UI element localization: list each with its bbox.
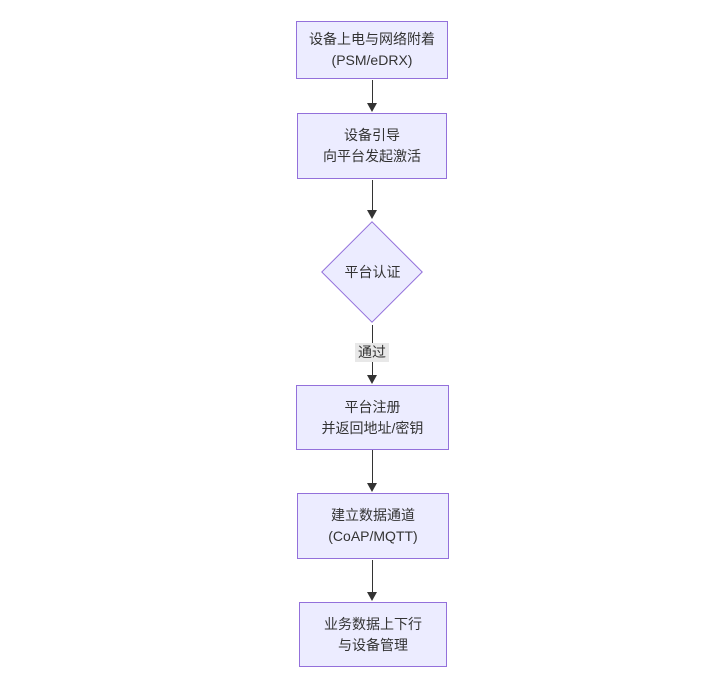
- node-power-attach: 设备上电与网络附着 (PSM/eDRX): [296, 21, 448, 79]
- arrow-shaft: [371, 450, 373, 484]
- arrowhead-icon: [367, 210, 377, 219]
- node-business-data-line1: 业务数据上下行: [324, 615, 422, 632]
- node-power-attach-line1: 设备上电与网络附着: [309, 31, 435, 47]
- node-bootstrap-line2: 向平台发起激活: [323, 148, 421, 164]
- arrowhead-icon: [367, 483, 377, 492]
- arrow-shaft: [371, 560, 373, 593]
- arrow-register-to-channel: [367, 450, 378, 492]
- node-platform-auth-label: 平台认证: [344, 264, 401, 280]
- arrowhead-icon: [367, 103, 377, 112]
- arrow-shaft: [371, 80, 373, 104]
- node-platform-register-line1: 平台注册: [344, 398, 401, 415]
- node-bootstrap: 设备引导 向平台发起激活: [297, 113, 447, 179]
- node-business-data: 业务数据上下行 与设备管理: [299, 602, 447, 667]
- edge-label-pass: 通过: [355, 343, 389, 362]
- arrow-shaft: [371, 180, 373, 211]
- node-platform-register-line2: 并返回地址/密钥: [321, 419, 424, 436]
- arrow-power-to-bootstrap: [367, 80, 378, 112]
- node-data-channel: 建立数据通道 (CoAP/MQTT): [297, 493, 449, 559]
- node-platform-auth: 平台认证: [321, 220, 424, 324]
- node-platform-register: 平台注册 并返回地址/密钥: [296, 385, 449, 450]
- arrow-bootstrap-to-auth: [367, 180, 378, 219]
- node-data-channel-line2: (CoAP/MQTT): [328, 528, 418, 544]
- arrowhead-icon: [367, 375, 377, 384]
- arrow-channel-to-business: [367, 560, 378, 601]
- node-business-data-line2: 与设备管理: [338, 636, 408, 653]
- arrowhead-icon: [367, 592, 377, 601]
- node-data-channel-line1: 建立数据通道: [331, 507, 415, 523]
- node-power-attach-line2: (PSM/eDRX): [331, 52, 413, 68]
- node-bootstrap-line1: 设备引导: [344, 127, 400, 143]
